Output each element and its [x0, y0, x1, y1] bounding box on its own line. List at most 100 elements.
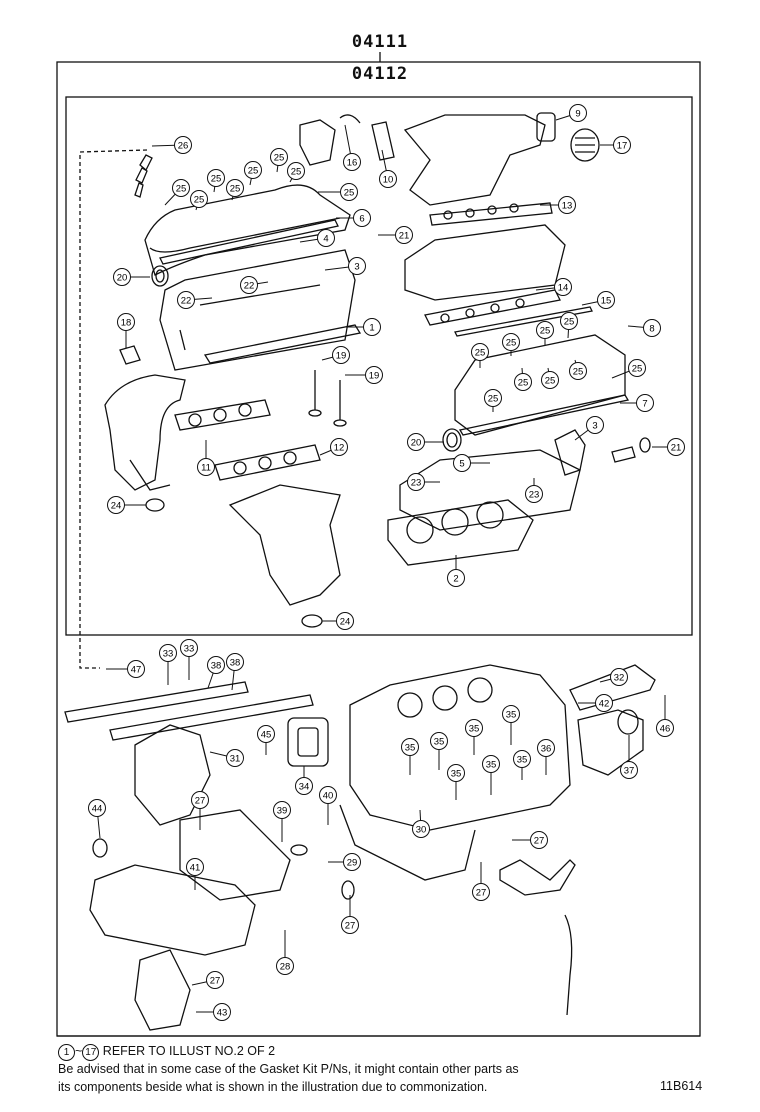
- part-callout-33: 33: [180, 639, 198, 657]
- callout-circle: [348, 257, 366, 275]
- callout-number: 21: [399, 231, 410, 242]
- callout-number: 25: [291, 167, 302, 178]
- part-callout-16: 16: [343, 153, 361, 171]
- callout-number: 28: [280, 962, 291, 973]
- callout-number: 37: [624, 766, 635, 777]
- callout-number: 3: [354, 262, 359, 273]
- part-callout-25: 25: [340, 183, 358, 201]
- part-callout-35: 35: [513, 750, 531, 768]
- part-callout-42: 42: [595, 694, 613, 712]
- part-callout-17: 17: [613, 136, 631, 154]
- callout-number: 27: [195, 796, 206, 807]
- callout-number: 23: [529, 490, 540, 501]
- callout-circle: [597, 291, 615, 309]
- refer-from-callout: 1: [58, 1044, 75, 1061]
- part-callout-11: 11: [197, 458, 215, 476]
- callout-number: 4: [323, 234, 328, 245]
- callout-number: 25: [475, 348, 486, 359]
- callout-number: 1: [369, 323, 374, 334]
- callout-circle: [273, 801, 291, 819]
- callout-circle: [465, 719, 483, 737]
- callout-number: 35: [451, 769, 462, 780]
- part-callout-40: 40: [319, 786, 337, 804]
- callout-circle: [586, 416, 604, 434]
- callout-circle: [482, 755, 500, 773]
- callout-circle: [447, 764, 465, 782]
- callout-circle: [514, 373, 532, 391]
- part-callout-35: 35: [430, 732, 448, 750]
- part-callout-1: 1: [363, 318, 381, 336]
- callout-number: 25: [488, 394, 499, 405]
- part-callout-12: 12: [330, 438, 348, 456]
- part-callout-23: 23: [407, 473, 425, 491]
- callout-circle: [159, 644, 177, 662]
- callout-number: 25: [518, 378, 529, 389]
- part-callout-35: 35: [465, 719, 483, 737]
- callout-circle: [180, 639, 198, 657]
- part-callout-27: 27: [341, 916, 359, 934]
- part-callout-20: 20: [113, 268, 131, 286]
- callout-circle: [276, 957, 294, 975]
- part-callout-35: 35: [401, 738, 419, 756]
- callout-circle: [620, 761, 638, 779]
- callout-circle: [244, 161, 262, 179]
- callout-circle: [447, 569, 465, 587]
- callout-circle: [453, 454, 471, 472]
- callout-number: 25: [248, 166, 259, 177]
- callout-number: 12: [334, 443, 345, 454]
- callout-number: 41: [190, 863, 201, 874]
- callout-number: 22: [181, 296, 192, 307]
- part-callout-34: 34: [295, 777, 313, 795]
- part-callout-25: 25: [287, 162, 305, 180]
- callout-circle: [643, 319, 661, 337]
- part-callout-46: 46: [656, 719, 674, 737]
- part-callout-6: 6: [353, 209, 371, 227]
- callout-number: 47: [131, 665, 142, 676]
- part-callout-31: 31: [226, 749, 244, 767]
- callout-circle: [207, 656, 225, 674]
- callout-number: 46: [660, 724, 671, 735]
- callout-number: 9: [575, 109, 580, 120]
- callout-circle: [240, 276, 258, 294]
- advisory-line-2: its components beside what is shown in t…: [58, 1080, 488, 1094]
- callout-circle: [525, 485, 543, 503]
- part-callout-35: 35: [482, 755, 500, 773]
- part-callout-25: 25: [560, 312, 578, 330]
- part-callout-25: 25: [172, 179, 190, 197]
- part-callout-9: 9: [569, 104, 587, 122]
- callout-number: 26: [178, 141, 189, 152]
- callout-number: 25: [564, 317, 575, 328]
- part-callout-44: 44: [88, 799, 106, 817]
- callout-number: 33: [163, 649, 174, 660]
- callout-circle: [569, 362, 587, 380]
- callout-number: 11: [201, 463, 211, 474]
- callout-circle: [365, 366, 383, 384]
- callout-circle: [117, 313, 135, 331]
- callout-number: 42: [599, 699, 610, 710]
- part-callout-29: 29: [343, 853, 361, 871]
- callout-number: 14: [558, 283, 569, 294]
- callout-number: 19: [336, 351, 347, 362]
- callout-number: 25: [211, 174, 222, 185]
- part-callout-25: 25: [190, 190, 208, 208]
- callout-number: 7: [642, 399, 647, 410]
- part-callout-25: 25: [569, 362, 587, 380]
- part-callout-30: 30: [412, 820, 430, 838]
- callout-number: 18: [121, 318, 132, 329]
- callout-circle: [213, 1003, 231, 1021]
- callout-circle: [513, 750, 531, 768]
- callout-number: 25: [194, 195, 205, 206]
- callout-circle: [340, 183, 358, 201]
- callout-circle: [554, 278, 572, 296]
- callout-circle: [379, 170, 397, 188]
- advisory-line-1: Be advised that in some case of the Gask…: [58, 1062, 519, 1076]
- callout-circle: [610, 668, 628, 686]
- callout-circle: [207, 169, 225, 187]
- callout-circle: [88, 799, 106, 817]
- callout-circle: [595, 694, 613, 712]
- callout-number: 8: [649, 324, 654, 335]
- part-callout-25: 25: [226, 179, 244, 197]
- callout-circle: [226, 749, 244, 767]
- callout-circle: [412, 820, 430, 838]
